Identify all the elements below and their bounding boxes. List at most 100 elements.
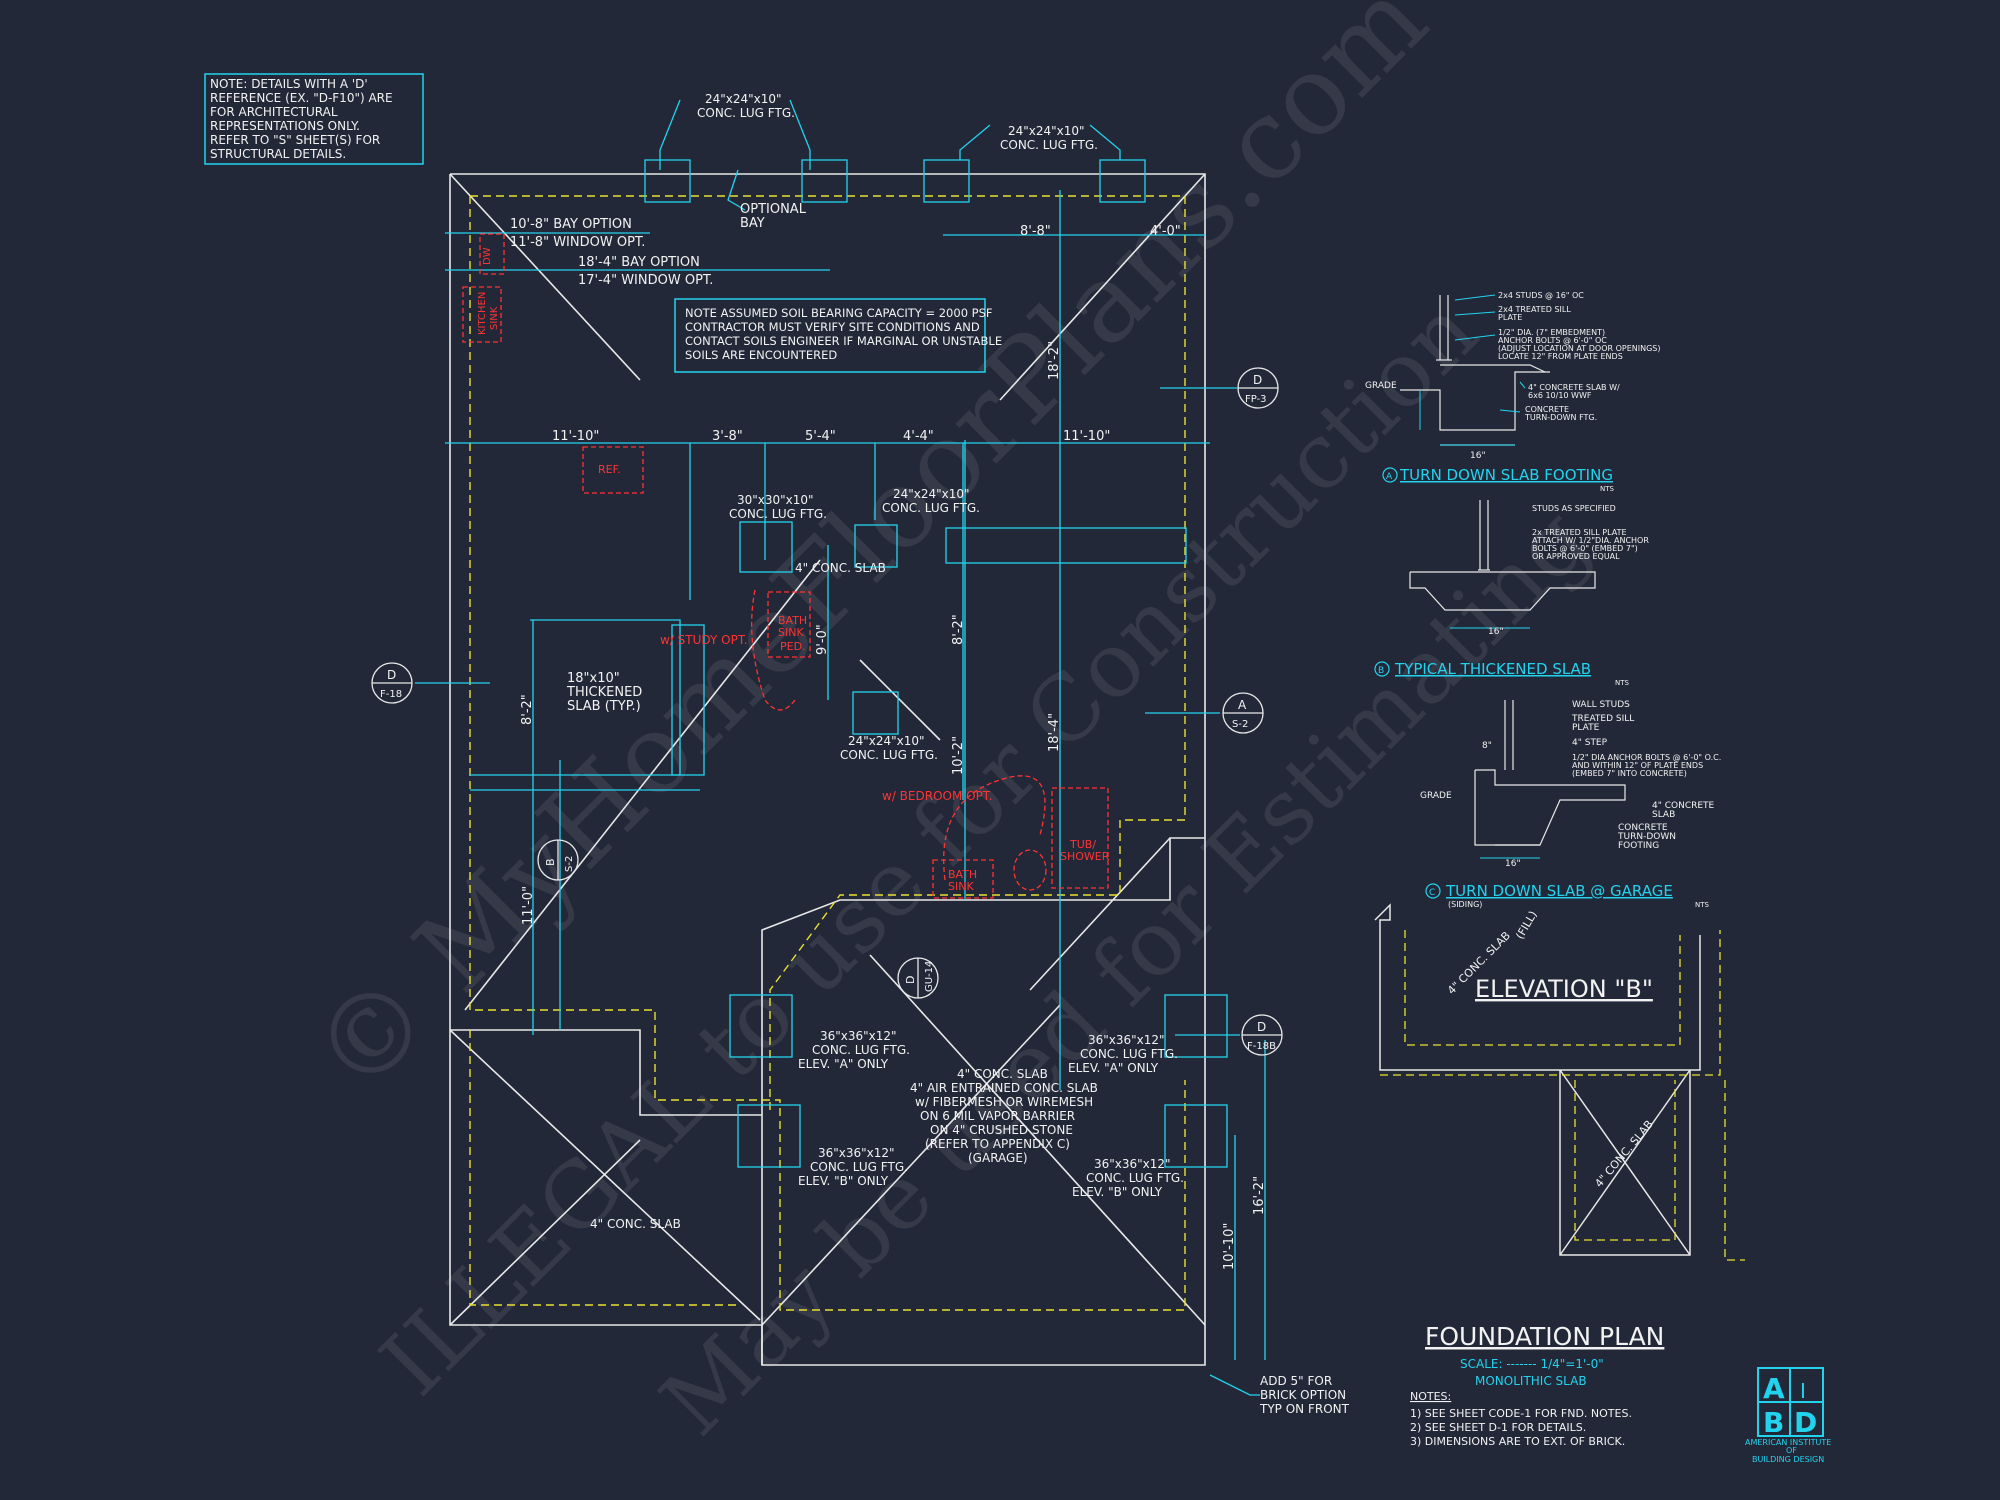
plan-outline: [449, 173, 1206, 1366]
detail-c-nts: NTS: [1695, 901, 1710, 909]
detail-c-note-8: 4" CONCRETE: [1652, 801, 1715, 811]
marker-4-bottom: S-2: [564, 856, 575, 872]
detail-a-note-2: 2x4 TREATED SILL: [1498, 305, 1571, 314]
garage-slab-4: ON 6 MIL VAPOR BARRIER: [920, 1109, 1075, 1123]
soil-note-line-1: NOTE ASSUMED SOIL BEARING CAPACITY = 200…: [685, 306, 993, 320]
bedroom-opt-label: w/ BEDROOM OPT.: [882, 789, 993, 803]
kitchen-sink-label-2: SINK: [489, 306, 500, 330]
lug-36-a-right-1: 36"x36"x12": [1088, 1033, 1165, 1047]
window-opt-1: 11'-8" WINDOW OPT.: [510, 235, 645, 250]
detail-c-dim-16: 16": [1505, 859, 1521, 869]
marker-3-bottom: S-2: [1232, 719, 1248, 730]
detail-a-letter: A: [1386, 472, 1393, 482]
detail-b-nts: NTS: [1615, 679, 1630, 687]
detail-b-letter: B: [1378, 666, 1384, 676]
dim-10-10: 10'-10": [1222, 1223, 1237, 1270]
logo-letter-i: I: [1800, 1379, 1806, 1403]
section-marker-labels: D FP-3 D F-18 A S-2 B S-2 D GU-14 D F-18…: [380, 373, 1276, 1052]
lug-36-b-right-3: ELEV. "B" ONLY: [1072, 1185, 1163, 1199]
detail-a-note-1: 2x4 STUDS @ 16" OC: [1498, 291, 1584, 300]
note-line-5: REFER TO "S" SHEET(S) FOR: [210, 133, 380, 147]
garage-slab-2: 4" AIR ENTRAINED CONC. SLAB: [910, 1081, 1098, 1095]
detail-c-note-7: (EMBED 7" INTO CONCRETE): [1572, 769, 1687, 778]
logo-letter-a: A: [1763, 1372, 1785, 1405]
thickened-slab-3: SLAB (TYP.): [567, 699, 641, 714]
detail-c-note-2: TREATED SILL: [1571, 714, 1634, 724]
optional-bay-1: OPTIONAL: [740, 202, 807, 217]
detail-b-note-3: ATTACH W/ 1/2"DIA. ANCHOR: [1532, 536, 1649, 545]
detail-c-note-10: CONCRETE: [1618, 823, 1668, 833]
dim-4-0: 4'-0": [1150, 224, 1181, 239]
detail-b-note-1: STUDS AS SPECIFIED: [1532, 504, 1616, 513]
kitchen-sink-label: KITCHEN: [477, 292, 488, 335]
marker-3-top: A: [1238, 698, 1247, 712]
soil-note-line-2: CONTRACTOR MUST VERIFY SITE CONDITIONS A…: [685, 320, 980, 334]
detail-a-note-4: 1/2" DIA. (7" EMBEDMENT): [1498, 328, 1605, 337]
detail-c-note-9: SLAB: [1652, 810, 1675, 820]
dim-9-0: 9'-0": [815, 624, 830, 655]
logo-caption-3: BUILDING DESIGN: [1752, 1455, 1824, 1464]
soil-note-line-4: SOILS ARE ENCOUNTERED: [685, 348, 837, 362]
dim-18-2: 18'-2": [1047, 341, 1062, 380]
lug-top-right-2: CONC. LUG FTG.: [1000, 138, 1098, 152]
note-line-2: REFERENCE (EX. "D-F10") ARE: [210, 91, 393, 105]
logo-letter-d: D: [1794, 1406, 1817, 1439]
lug-24-mid-2: CONC. LUG FTG.: [882, 501, 980, 515]
lug-footings: [644, 159, 1228, 1168]
bath-sink-label-2: SINK: [948, 880, 974, 893]
detail-c-siding: (SIDING): [1448, 900, 1482, 909]
garage-slab-6: (REFER TO APPENDIX C): [925, 1137, 1070, 1151]
hidden-footing-lines: [469, 195, 1186, 1311]
watermark: © MyHomeFloorPlans.com ILLEGAL to use fo…: [288, 0, 1609, 1456]
detail-b-title: TYPICAL THICKENED SLAB: [1394, 660, 1591, 678]
marker-1-bottom: FP-3: [1245, 394, 1267, 405]
brick-note-3: TYP ON FRONT: [1259, 1402, 1350, 1416]
note-line-1: NOTE: DETAILS WITH A 'D': [210, 77, 368, 91]
lug-36-b-left-1: 36"x36"x12": [818, 1146, 895, 1160]
dim-10-2: 10'-2": [951, 736, 966, 775]
elevation-b-fill-label: (FILL): [1513, 909, 1539, 942]
dim-18-4: 18'-4": [1047, 713, 1062, 752]
detail-a-note-8: 4" CONCRETE SLAB W/: [1528, 383, 1620, 392]
detail-c-note-4: 4" STEP: [1572, 738, 1608, 748]
bath-sink-label-1: BATH: [948, 868, 977, 881]
note-line-6: STRUCTURAL DETAILS.: [210, 147, 346, 161]
logo-letter-b: B: [1763, 1406, 1784, 1439]
lug-36-a-right-3: ELEV. "A" ONLY: [1068, 1061, 1159, 1075]
detail-a-note-7: LOCATE 12" FROM PLATE ENDS: [1498, 352, 1623, 361]
lug-36-b-right-2: CONC. LUG FTG.: [1086, 1171, 1184, 1185]
notes-heading: NOTES:: [1410, 1390, 1451, 1403]
brick-note-2: BRICK OPTION: [1260, 1388, 1346, 1402]
dim-5-4: 5'-4": [805, 429, 836, 444]
marker-5-top: D: [904, 976, 917, 984]
marker-6-bottom: F-18B: [1247, 1041, 1276, 1052]
elevation-b-title: ELEVATION "B": [1475, 975, 1653, 1003]
lug-top-left-2: CONC. LUG FTG.: [697, 106, 795, 120]
detail-c-note-1: WALL STUDS: [1572, 700, 1630, 710]
plan-subtitle: MONOLITHIC SLAB: [1475, 1374, 1587, 1388]
marker-6-top: D: [1257, 1020, 1266, 1034]
garage-slab-1: 4" CONC. SLAB: [957, 1067, 1048, 1081]
soil-note-box: NOTE ASSUMED SOIL BEARING CAPACITY = 200…: [674, 298, 1002, 373]
window-opt-2: 17'-4" WINDOW OPT.: [578, 273, 713, 288]
elevation-b-inset: ELEVATION "B" 4" CONC. SLAB (FILL) 4" CO…: [1374, 903, 1745, 1261]
note-box: NOTE: DETAILS WITH A 'D' REFERENCE (EX. …: [204, 73, 424, 165]
lug-36-a-left-3: ELEV. "A" ONLY: [798, 1057, 889, 1071]
fixture-labels: KITCHEN SINK DW REF. w/ STUDY OPT. BATH …: [477, 247, 1110, 893]
detail-c-turn-down-slab-garage: GRADE 16" 8" WALL STUDS TREATED SILL PLA…: [1420, 700, 1721, 909]
section-markers: [371, 367, 1283, 1056]
dim-8-2-left: 8'-2": [520, 694, 535, 725]
lug-36-b-right-1: 36"x36"x12": [1094, 1157, 1171, 1171]
detail-b-dim-16: 16": [1488, 627, 1504, 637]
logo-caption-1: AMERICAN INSTITUTE: [1745, 1438, 1831, 1447]
note-line-3: FOR ARCHITECTURAL: [210, 105, 338, 119]
marker-4-top: B: [544, 858, 557, 866]
fixtures: [462, 233, 1109, 899]
title-block: FOUNDATION PLAN SCALE: ------- 1/4"=1'-0…: [1410, 1322, 1664, 1448]
detail-a-note-10: CONCRETE: [1525, 405, 1569, 414]
thickened-slab-1: 18"x10": [567, 671, 620, 686]
detail-a-note-3: PLATE: [1498, 313, 1522, 322]
lug-36-a-left-1: 36"x36"x12": [820, 1029, 897, 1043]
bay-option-1: 10'-8" BAY OPTION: [510, 217, 632, 232]
dimension-lines: [415, 99, 1266, 1396]
